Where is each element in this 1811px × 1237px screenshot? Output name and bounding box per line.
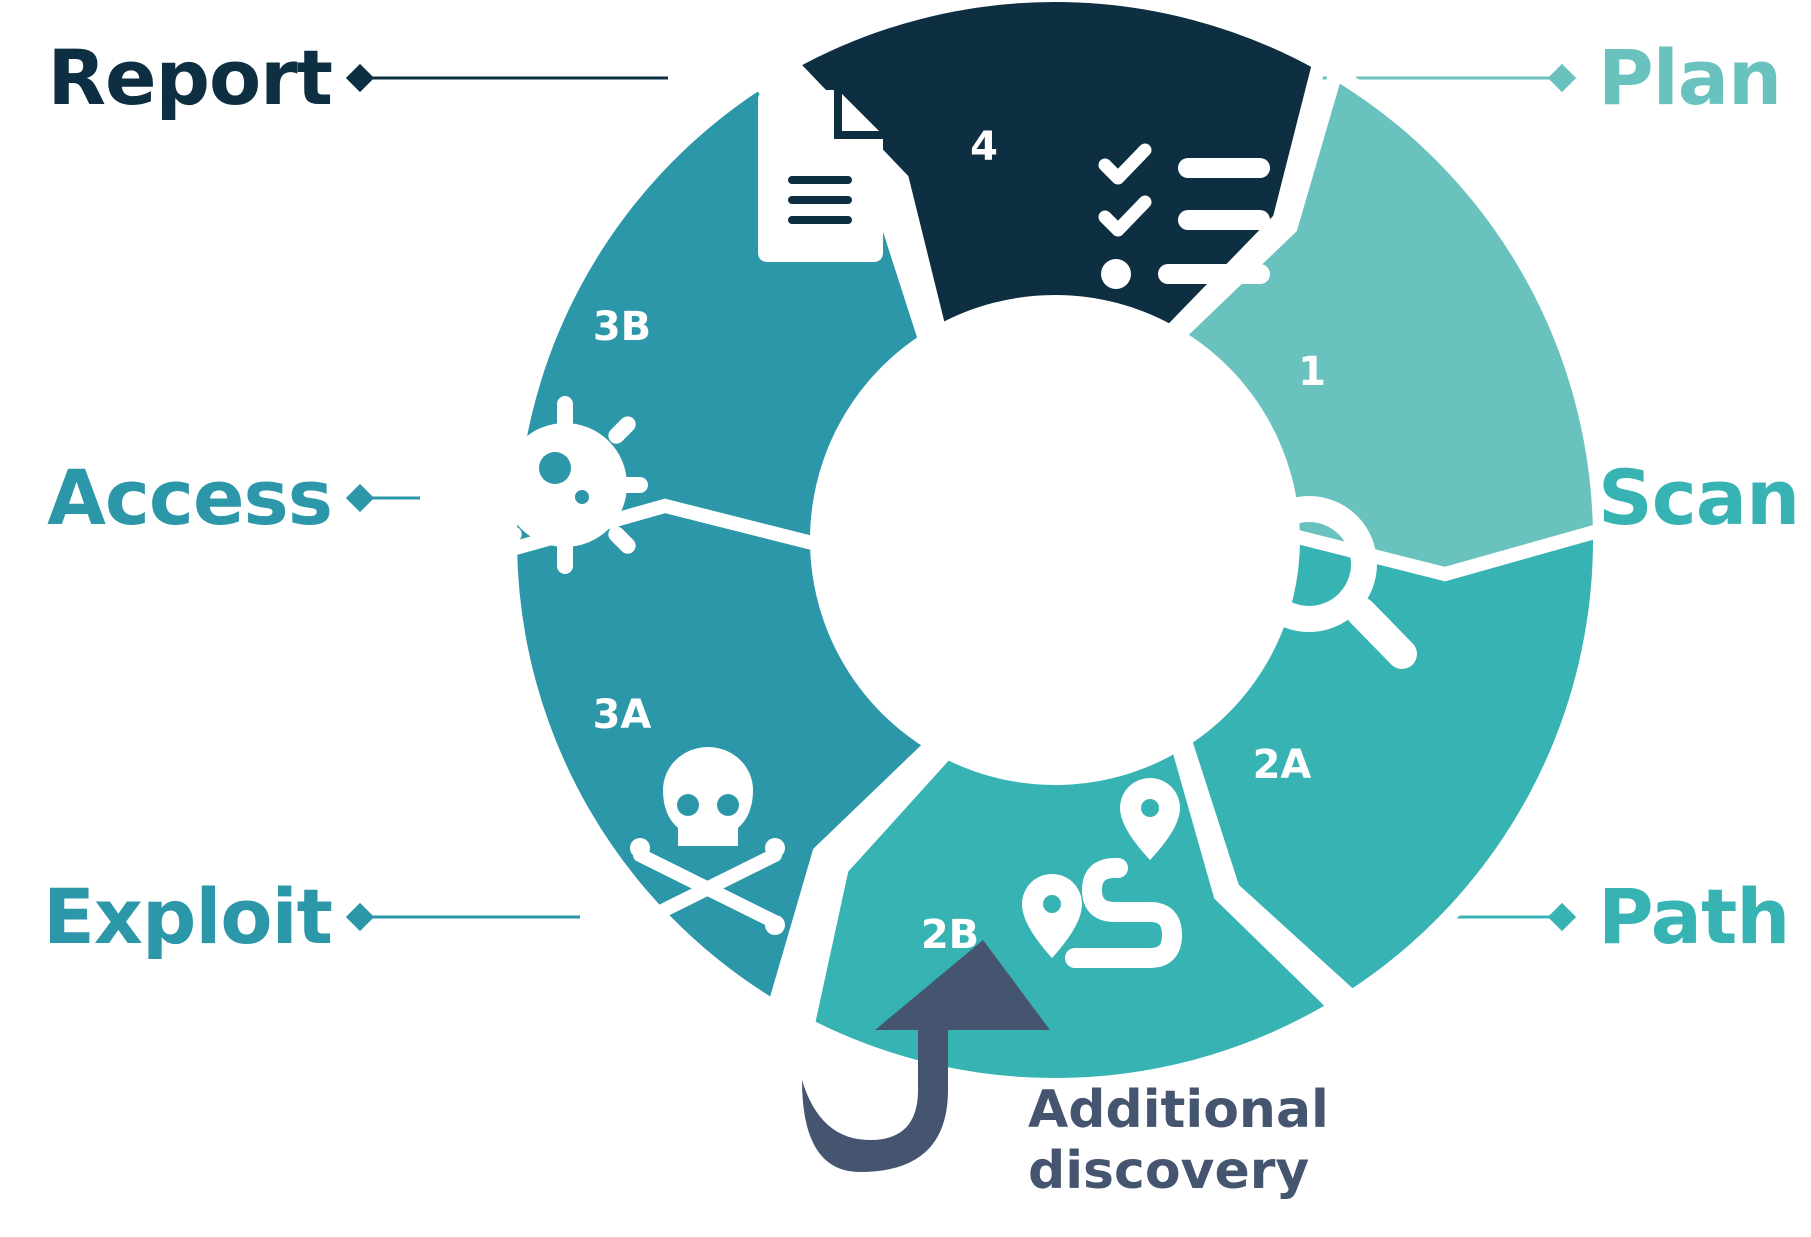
- checklist-icon: [1098, 143, 1270, 289]
- access-number: 3B: [593, 304, 651, 350]
- plan-diamond: [1547, 63, 1577, 93]
- access-diamond: [345, 483, 375, 513]
- document-icon: [758, 90, 883, 262]
- note-line-1: Additional: [1028, 1080, 1329, 1140]
- segment-report: [779, 0, 1328, 343]
- route-icon: [1022, 778, 1183, 968]
- exploit-diamond: [345, 902, 375, 932]
- note-line-2: discovery: [1028, 1141, 1310, 1202]
- additional-discovery-note: Additional discovery: [1028, 1080, 1329, 1203]
- segment-plan: [1166, 62, 1608, 582]
- plan-number: 1: [1298, 349, 1326, 395]
- step-label-access: Access: [47, 453, 333, 542]
- report-number: 4: [970, 124, 998, 170]
- path-number: 2B: [921, 912, 979, 958]
- scan-number: 2A: [1253, 742, 1312, 788]
- skull-crossbones-icon: [630, 747, 785, 935]
- virus-icon: [482, 396, 648, 574]
- report-diamond: [345, 63, 375, 93]
- step-label-exploit: Exploit: [43, 872, 333, 961]
- step-label-scan: Scan: [1598, 453, 1800, 542]
- step-label-plan: Plan: [1598, 33, 1782, 122]
- path-diamond: [1547, 902, 1577, 932]
- step-label-path: Path: [1598, 872, 1790, 961]
- magnifier-icon: [1241, 496, 1417, 669]
- additional-discovery-arrow: [802, 940, 1050, 1172]
- exploit-number: 3A: [593, 692, 652, 738]
- step-label-report: Report: [47, 33, 334, 122]
